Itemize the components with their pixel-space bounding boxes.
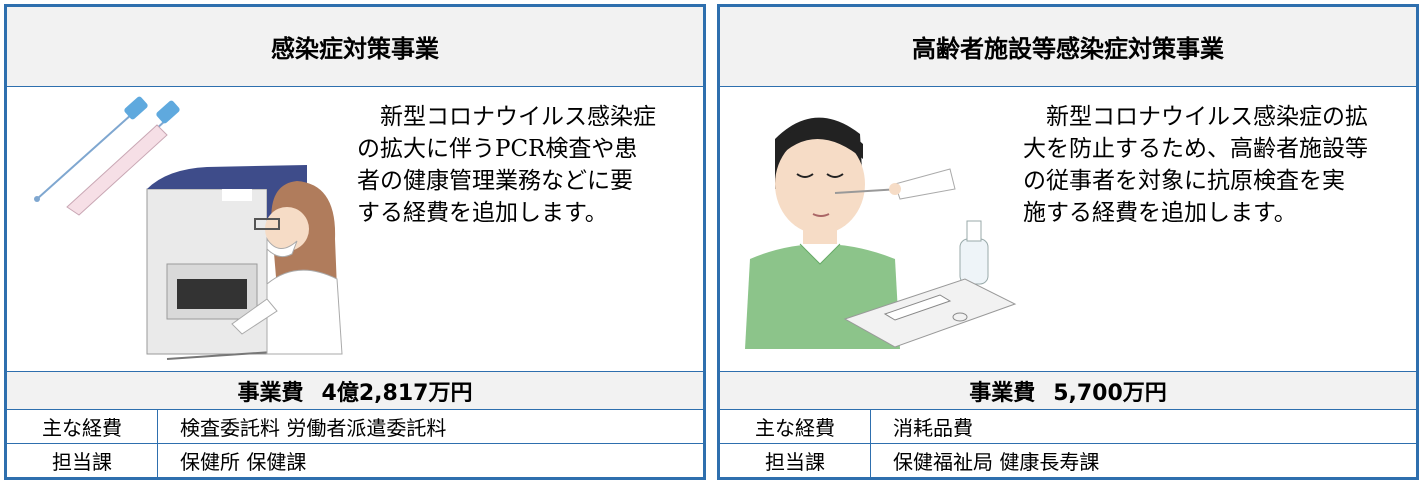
- panel-description: 新型コロナウイルス感染症の拡 大を防止するため、高齢者施設等 の従事者を対象に抗…: [1023, 104, 1368, 226]
- cost-value: 5,700万円: [1053, 380, 1167, 406]
- department-value: 保健福祉局 健康長寿課: [893, 450, 1100, 474]
- project-panel-elderly-facility: 高齢者施設等感染症対策事業 新型コロナウイルス感染症の拡 大を防止する: [717, 4, 1419, 480]
- panel-description: 新型コロナウイルス感染症 の拡大に伴うPCR検査や患 者の健康管理業務などに要 …: [357, 104, 656, 226]
- antigen-test-illustration-icon: [745, 117, 1017, 349]
- department-row: 担当課 保健福祉局 健康長寿課: [720, 444, 1416, 477]
- cost-label: 事業費: [969, 380, 1036, 406]
- cost-label: 事業費: [237, 380, 304, 406]
- pcr-test-illustration-icon: [34, 96, 343, 360]
- cost-value: 4億2,817万円: [321, 380, 473, 406]
- cost-row: 事業費 5,700万円: [720, 372, 1416, 410]
- department-row: 担当課 保健所 保健課: [7, 444, 703, 477]
- panel-body: 新型コロナウイルス感染症 の拡大に伴うPCR検査や患 者の健康管理業務などに要 …: [7, 87, 703, 372]
- expense-value: 検査委託料 労働者派遣委託料: [180, 416, 447, 440]
- department-label: 担当課: [720, 444, 871, 477]
- department-label: 担当課: [7, 444, 158, 477]
- panel-body: 新型コロナウイルス感染症の拡 大を防止するため、高齢者施設等 の従事者を対象に抗…: [720, 87, 1416, 372]
- expense-row: 主な経費 消耗品費: [720, 410, 1416, 444]
- expense-value: 消耗品費: [893, 416, 973, 440]
- project-panel-infection-control: 感染症対策事業 新型コロナウイルス: [4, 4, 706, 480]
- panel-title: 感染症対策事業: [7, 7, 703, 87]
- cost-row: 事業費 4億2,817万円: [7, 372, 703, 410]
- panel-title: 高齢者施設等感染症対策事業: [720, 7, 1416, 87]
- expense-row: 主な経費 検査委託料 労働者派遣委託料: [7, 410, 703, 444]
- expense-label: 主な経費: [720, 410, 871, 443]
- department-value: 保健所 保健課: [180, 450, 307, 474]
- expense-label: 主な経費: [7, 410, 158, 443]
